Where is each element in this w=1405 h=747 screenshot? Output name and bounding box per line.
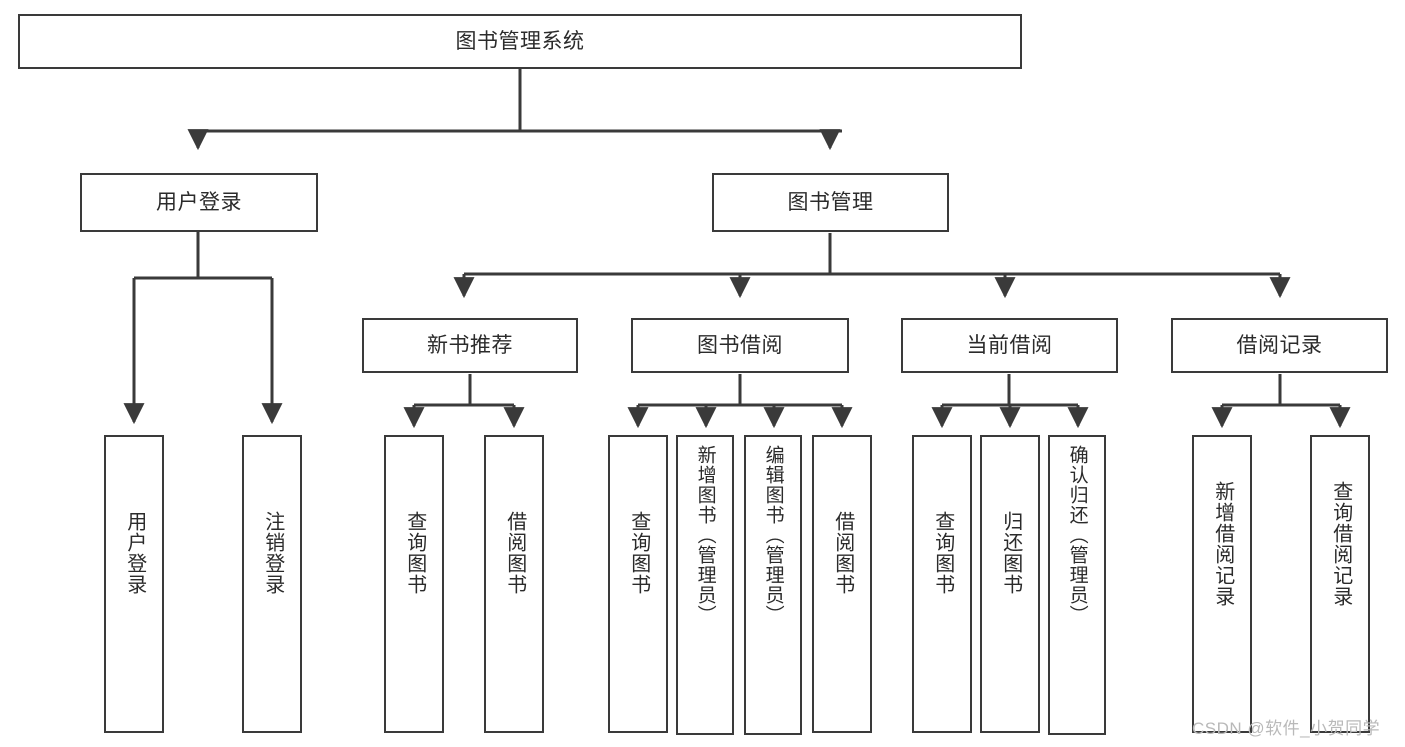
node-leaf-add-book[interactable]: 新增图书（管理员） <box>676 435 734 735</box>
node-user-login[interactable]: 用户登录 <box>80 173 318 232</box>
node-leaf-confirm-return[interactable]: 确认归还（管理员） <box>1048 435 1106 735</box>
node-leaf-return-book-label: 归还图书 <box>999 511 1022 595</box>
node-leaf-add-book-label: 新增图书（管理员） <box>694 445 716 625</box>
node-leaf-edit-book[interactable]: 编辑图书（管理员） <box>744 435 802 735</box>
node-leaf-borrow-book-1[interactable]: 借阅图书 <box>484 435 544 733</box>
node-leaf-query-book-3-label: 查询图书 <box>931 511 954 595</box>
node-leaf-borrow-book-2[interactable]: 借阅图书 <box>812 435 872 733</box>
node-leaf-query-book-2[interactable]: 查询图书 <box>608 435 668 733</box>
node-leaf-logout-login-label: 注销登录 <box>261 511 284 595</box>
node-root[interactable]: 图书管理系统 <box>18 14 1022 69</box>
node-leaf-add-record-label: 新增借阅记录 <box>1211 481 1234 607</box>
node-leaf-query-book-2-label: 查询图书 <box>627 511 650 595</box>
node-leaf-user-login[interactable]: 用户登录 <box>104 435 164 733</box>
node-current-borrow[interactable]: 当前借阅 <box>901 318 1118 373</box>
node-book-borrow[interactable]: 图书借阅 <box>631 318 849 373</box>
node-leaf-user-login-label: 用户登录 <box>123 511 146 595</box>
node-leaf-borrow-book-1-label: 借阅图书 <box>503 511 526 595</box>
node-borrow-record-label: 借阅记录 <box>1236 333 1323 357</box>
node-leaf-query-record-label: 查询借阅记录 <box>1329 481 1352 607</box>
node-leaf-return-book[interactable]: 归还图书 <box>980 435 1040 733</box>
node-user-login-label: 用户登录 <box>156 190 242 214</box>
node-book-management[interactable]: 图书管理 <box>712 173 949 232</box>
node-leaf-query-book-1-label: 查询图书 <box>403 511 426 595</box>
node-borrow-record[interactable]: 借阅记录 <box>1171 318 1388 373</box>
node-leaf-add-record[interactable]: 新增借阅记录 <box>1192 435 1252 733</box>
node-new-book-recommend[interactable]: 新书推荐 <box>362 318 578 373</box>
node-leaf-query-book-3[interactable]: 查询图书 <box>912 435 972 733</box>
node-book-management-label: 图书管理 <box>787 190 874 214</box>
node-root-label: 图书管理系统 <box>455 29 585 53</box>
node-current-borrow-label: 当前借阅 <box>966 333 1053 357</box>
node-leaf-borrow-book-2-label: 借阅图书 <box>831 511 854 595</box>
node-leaf-edit-book-label: 编辑图书（管理员） <box>762 445 784 625</box>
node-book-borrow-label: 图书借阅 <box>697 333 783 357</box>
node-new-book-recommend-label: 新书推荐 <box>427 333 513 357</box>
node-leaf-confirm-return-label: 确认归还（管理员） <box>1066 445 1088 625</box>
node-leaf-logout-login[interactable]: 注销登录 <box>242 435 302 733</box>
node-leaf-query-book-1[interactable]: 查询图书 <box>384 435 444 733</box>
node-leaf-query-record[interactable]: 查询借阅记录 <box>1310 435 1370 733</box>
